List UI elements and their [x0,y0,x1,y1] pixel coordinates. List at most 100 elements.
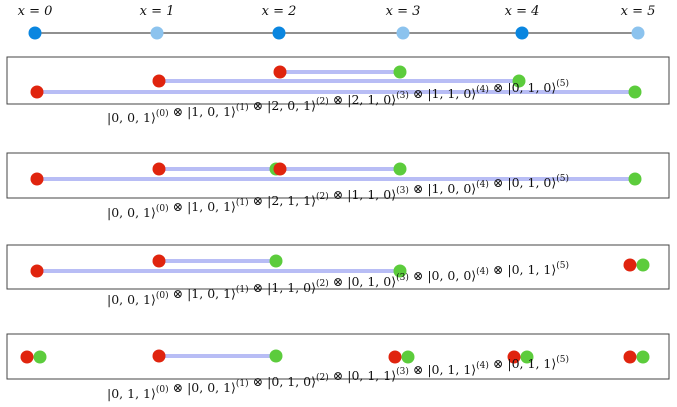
tensor-symbol: ⊗ [173,286,183,301]
green-endpoint [636,258,650,272]
green-endpoint [393,264,407,278]
ket: |1, 1, 0⟩ [427,86,476,101]
red-endpoint [623,350,637,364]
ket: |0, 0, 1⟩ [107,110,156,125]
site-superscript: (2) [316,278,329,289]
configuration-panel: |0, 0, 1⟩(0)⊗|1, 0, 1⟩(1)⊗|2, 1, 1⟩(2)⊗|… [6,152,670,220]
site-marker [28,26,42,40]
green-endpoint [628,172,642,186]
ket: |2, 1, 1⟩ [267,193,316,208]
ket: |0, 1, 1⟩ [107,386,156,401]
site-superscript: (4) [476,266,489,277]
tensor-symbol: ⊗ [333,274,343,289]
red-endpoint [273,65,287,79]
tensor-symbol: ⊗ [333,187,343,202]
tensor-symbol: ⊗ [413,268,423,283]
ket: |1, 0, 1⟩ [187,286,236,301]
site-superscript: (1) [236,378,249,389]
ket: |0, 1, 1⟩ [427,362,476,377]
site-superscript: (3) [396,185,409,196]
site-superscript: (5) [556,78,569,89]
configuration-panel: |0, 0, 1⟩(0) ⊗ |1, 0, 1⟩(1) ⊗ |1, 1, 0⟩(2) ⊗ |… [6,244,670,307]
site-superscript: (0) [156,203,169,214]
site-label: x = 5 [621,4,656,19]
site-superscript: (3) [396,366,409,377]
state-caption: |0, 0, 1⟩(0)⊗|1, 0, 1⟩(1)⊗|2, 0, 1⟩(2)⊗|… [107,78,569,125]
site-marker [631,26,645,40]
tensor-symbol: ⊗ [173,199,183,214]
site-superscript: (1) [236,197,249,208]
site-superscript: (2) [316,96,329,107]
ket: |2, 0, 1⟩ [267,98,316,113]
red-endpoint [30,85,44,99]
tensor-symbol: ⊗ [493,80,503,95]
tensor-symbol: ⊗ [493,262,503,277]
green-endpoint [269,254,283,268]
configuration-panel: |0, 1, 1⟩(0)⊗|0, 0, 1⟩(1)⊗|0, 1, 0⟩(2)⊗|… [6,333,670,401]
site-label: x = 2 [262,4,297,19]
site-superscript: (2) [316,372,329,383]
site-label: x = 3 [386,4,421,19]
site-superscript: (2) [316,191,329,202]
green-endpoint [628,85,642,99]
red-endpoint [30,172,44,186]
tensor-symbol: ⊗ [253,280,263,295]
site-superscript: (0) [156,384,169,395]
state-caption: |0, 0, 1⟩(0) ⊗ |1, 0, 1⟩(1) ⊗ |1, 1, 0⟩(2) ⊗ |… [107,260,569,307]
site-superscript: (4) [476,179,489,190]
site-marker [150,26,164,40]
site-superscript: (4) [476,360,489,371]
tensor-symbol: ⊗ [493,356,503,371]
ket: |0, 1, 1⟩ [507,262,556,277]
green-endpoint [520,350,534,364]
ket: |0, 1, 0⟩ [267,374,316,389]
panel-frame [6,244,670,290]
ket: |0, 1, 0⟩ [507,80,556,95]
configuration-panel: |0, 0, 1⟩(0)⊗|1, 0, 1⟩(1)⊗|2, 0, 1⟩(2)⊗|… [6,56,670,125]
panel-frame [6,56,670,105]
red-endpoint [623,258,637,272]
site-label: x = 4 [505,4,540,19]
tensor-symbol: ⊗ [413,181,423,196]
green-endpoint [512,74,526,88]
red-endpoint [507,350,521,364]
red-endpoint [152,254,166,268]
site-superscript: (0) [156,290,169,301]
tensor-symbol: ⊗ [253,374,263,389]
site-marker [515,26,529,40]
ket: |0, 0, 1⟩ [187,380,236,395]
site-label: x = 1 [140,4,175,19]
ket: |0, 0, 1⟩ [107,292,156,307]
site-superscript: (5) [556,173,569,184]
tensor-symbol: ⊗ [173,104,183,119]
tensor-symbol: ⊗ [253,98,263,113]
site-marker [396,26,410,40]
ket: |0, 1, 1⟩ [507,356,556,371]
red-endpoint [152,162,166,176]
tensor-symbol: ⊗ [173,380,183,395]
red-endpoint [30,264,44,278]
panel-frame [6,152,670,199]
green-endpoint [636,350,650,364]
ket: |1, 1, 0⟩ [347,187,396,202]
ket: |0, 1, 0⟩ [347,274,396,289]
site-superscript: (1) [236,102,249,113]
site-superscript: (1) [236,284,249,295]
ket: |1, 1, 0⟩ [267,280,316,295]
ket: |1, 0, 1⟩ [187,199,236,214]
red-endpoint [273,162,287,176]
green-endpoint [401,350,415,364]
red-endpoint [152,74,166,88]
site-superscript: (5) [556,354,569,365]
tensor-symbol: ⊗ [253,193,263,208]
red-endpoint [152,349,166,363]
tensor-symbol: ⊗ [413,86,423,101]
site-superscript: (5) [556,260,569,271]
tensor-symbol: ⊗ [493,175,503,190]
green-endpoint [393,65,407,79]
red-endpoint [388,350,402,364]
tensor-symbol: ⊗ [333,92,343,107]
state-caption: |0, 0, 1⟩(0)⊗|1, 0, 1⟩(1)⊗|2, 1, 1⟩(2)⊗|… [107,173,569,220]
